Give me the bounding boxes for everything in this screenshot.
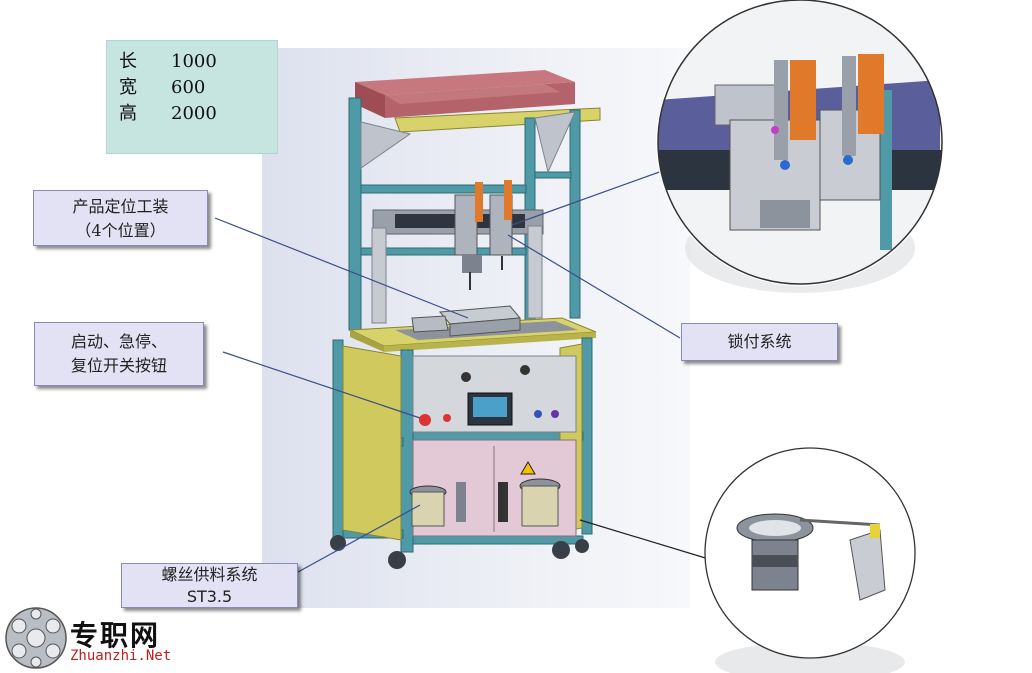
logo-globe-icon [5,607,67,669]
callout-locking-line1: 锁付系统 [727,332,792,351]
callout-feeder: 螺丝供料系统 ST3.5 [121,563,298,608]
top-shelf [394,107,601,133]
gusset-right [534,111,576,174]
dimension-value: 600 [171,77,206,98]
callout-buttons-line1: 启动、急停、 [70,332,167,351]
logo-url: Zhuanzhi.Net [70,648,172,664]
dimension-height: 高 2000 [119,101,277,127]
feeder-bowls [409,478,561,527]
detail-circle-locking [656,0,944,293]
start-button [443,414,451,422]
warning-icon [520,461,536,475]
callout-feeder-line1: 螺丝供料系统 [161,565,258,584]
dimension-width: 宽 600 [119,75,277,101]
screwdriver-units [454,180,513,290]
dimension-label: 高 [119,103,137,124]
leader-lines [214,169,713,573]
callout-locking: 锁付系统 [681,323,838,361]
side-panel-left [342,345,402,541]
dimension-length: 长 1000 [119,49,277,75]
emergency-stop-button [419,414,431,426]
dimension-label: 宽 [119,77,137,98]
top-red-beam [355,70,575,118]
dimensions-box: 长 1000 宽 600 高 2000 [106,40,278,154]
gusset-left [360,121,412,169]
callout-fixture-line2: （4个位置） [75,221,166,240]
dimension-value: 2000 [171,103,217,124]
logo-name: 专职网 [70,619,161,652]
fixture-block [411,305,521,337]
reset-button [534,410,542,418]
detail-circle-feeder [704,447,916,673]
dimension-label: 长 [119,51,137,72]
callout-fixture-line1: 产品定位工装 [72,197,169,216]
dimension-value: 1000 [171,51,217,72]
caster-wheels [330,535,589,569]
callout-buttons-line2: 复位开关按钮 [70,356,167,375]
callout-fixture: 产品定位工装 （4个位置） [33,190,208,246]
callout-buttons: 启动、急停、 复位开关按钮 [34,322,204,386]
callout-feeder-line2: ST3.5 [186,587,233,606]
